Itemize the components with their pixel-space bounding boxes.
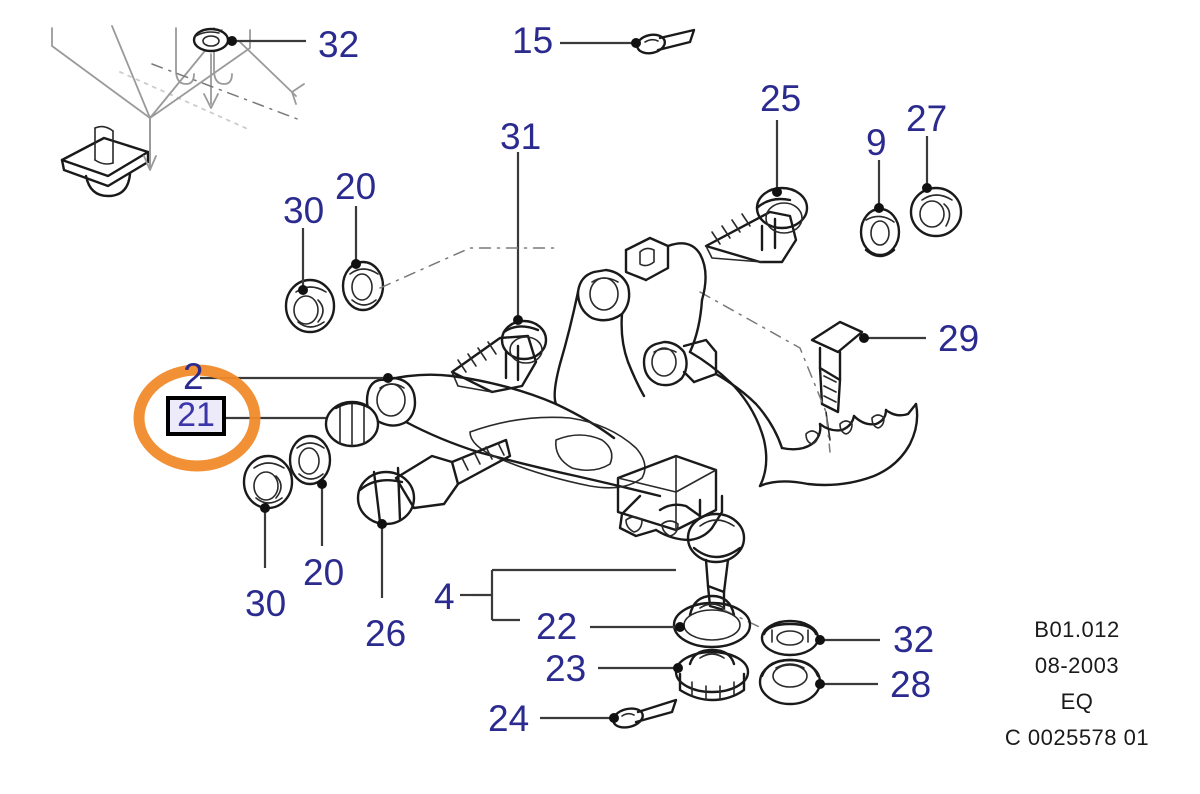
- part-boot-22: [672, 594, 752, 649]
- title-block-line-2: 08-2003: [1034, 653, 1120, 678]
- part-washer-20-bottom: [288, 434, 332, 486]
- title-block-line-3: EQ: [1060, 689, 1094, 714]
- title-block: B01.012 08-2003 EQ C 0025578 01: [962, 612, 1192, 756]
- callout-30-bottom: 30: [245, 583, 287, 624]
- part-ball-joint: [686, 512, 746, 612]
- part-bushing-30-top: [284, 278, 336, 334]
- callout-32-top: 32: [318, 24, 360, 65]
- callout-9: 9: [866, 122, 887, 163]
- callout-4-bracket: [460, 568, 676, 622]
- highlighted-callout-21-label: 21: [177, 396, 215, 434]
- callout-20-bottom: 20: [303, 552, 345, 593]
- callout-32-bottom: 32: [893, 619, 935, 660]
- callout-31: 31: [500, 116, 542, 157]
- control-arm-main: [365, 236, 919, 542]
- callout-28: 28: [890, 664, 932, 705]
- callout-4: 4: [434, 576, 455, 617]
- title-block-line-4: C 0025578 01: [1004, 725, 1150, 750]
- part-washer-20-top: [341, 260, 385, 312]
- title-block-line-1: B01.012: [1034, 617, 1120, 642]
- callout-20-top: 20: [335, 166, 377, 207]
- body-mount-part: [60, 125, 150, 198]
- part-washer-32-bottom: [760, 619, 820, 657]
- part-bolt-25: [704, 186, 809, 264]
- part-bushing-27: [909, 186, 963, 238]
- highlighted-callout-21-box: 21: [166, 396, 226, 436]
- callout-30-top: 30: [283, 190, 325, 231]
- part-boot-23: [674, 648, 750, 702]
- callout-27: 27: [906, 98, 948, 139]
- callout-26: 26: [365, 613, 407, 654]
- callout-22: 22: [536, 606, 578, 647]
- part-bushing-21: [324, 400, 380, 448]
- part-bolt-31: [450, 319, 548, 394]
- callout-24: 24: [488, 698, 530, 739]
- part-bolt-29: [810, 320, 864, 441]
- callout-2-hidden: 2: [183, 356, 204, 397]
- callout-15: 15: [512, 20, 554, 61]
- callout-23: 23: [545, 648, 587, 689]
- highlight-circle: [133, 364, 261, 472]
- part-bushing-30-bottom: [242, 454, 294, 510]
- callout-29: 29: [938, 318, 980, 359]
- part-nut-28: [758, 658, 822, 706]
- part-clip-15: [635, 28, 696, 55]
- part-washer-9: [859, 207, 901, 258]
- part-cotter-pin-24: [612, 698, 678, 729]
- callout-25: 25: [760, 78, 802, 119]
- part-washer-32-top: [192, 27, 230, 53]
